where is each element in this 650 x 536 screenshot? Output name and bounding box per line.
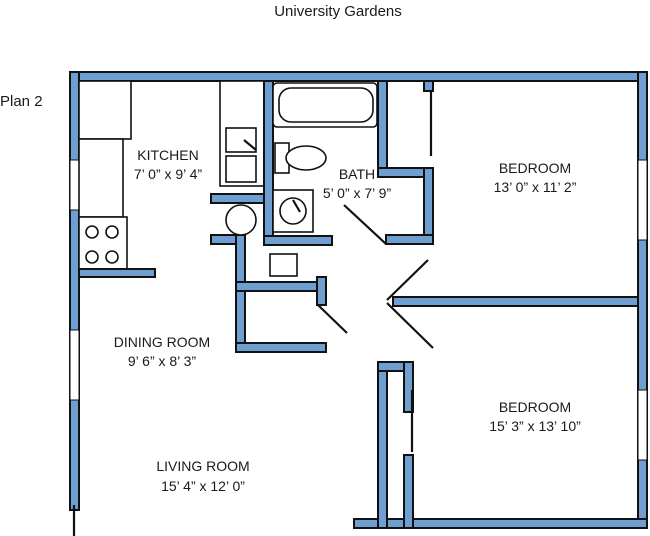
bedroom1-dims: 13’ 0” x 11’ 2” [494,179,577,195]
bedroom2-dims: 15’ 3” x 13’ 10” [489,418,581,434]
bedroom1-door [386,259,429,301]
plan-label: Plan 2 [0,93,43,110]
counter [78,138,124,218]
room-living: LIVING ROOM 15’ 4” x 12’ 0” [156,458,249,494]
bath-dims: 5’ 0” x 7’ 9” [323,185,392,201]
room-bedroom-2: BEDROOM 15’ 3” x 13’ 10” [489,399,581,434]
doors [317,92,434,452]
kitchen-name: KITCHEN [137,147,198,163]
closet-door [317,304,348,334]
dining-dims: 9’ 6” x 8’ 3” [128,353,197,369]
room-dining: DINING ROOM 9’ 6” x 8’ 3” [114,334,210,369]
basin [279,197,307,225]
windows [69,159,648,461]
interior-walls [210,80,639,529]
hvac-unit [269,253,298,277]
room-bedroom-1: BEDROOM 13’ 0” x 11’ 2” [494,160,577,195]
bedroom2-name: BEDROOM [499,399,571,415]
bath-name: BATH [339,166,375,182]
water-heater [225,204,257,236]
bath-fixtures [225,82,378,277]
sink-bowl-2 [225,155,257,183]
stove [78,216,128,270]
toilet-bowl [285,145,327,171]
room-bath: BATH 5’ 0” x 7’ 9” [323,166,392,201]
stove-burners [85,225,119,264]
bedroom1-name: BEDROOM [499,160,571,176]
page-title: University Gardens [274,3,402,20]
living-dims: 15’ 4” x 12’ 0” [161,478,245,494]
refrigerator [78,80,132,140]
room-kitchen: KITCHEN 7’ 0” x 9’ 4” [134,147,203,182]
living-name: LIVING ROOM [156,458,249,474]
bath-door [343,204,387,245]
dining-name: DINING ROOM [114,334,210,350]
kitchen-dims: 7’ 0” x 9’ 4” [134,166,203,182]
bedroom2-door [386,302,434,349]
sink-bowl-1 [225,127,257,153]
